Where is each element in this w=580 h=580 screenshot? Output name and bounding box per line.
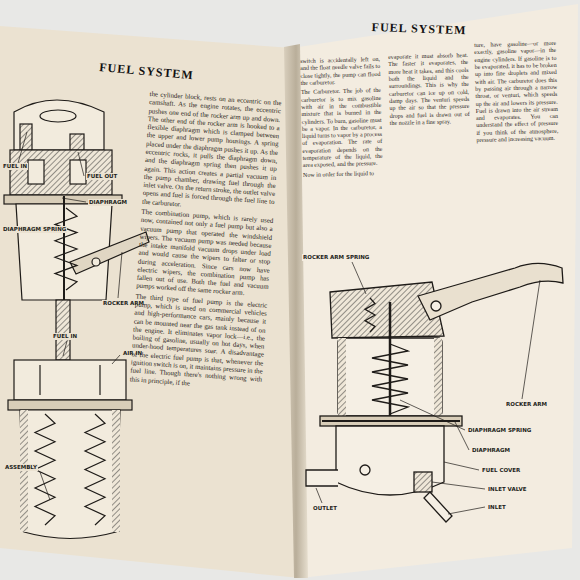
outlet-valve — [360, 465, 370, 475]
part-label: FUEL COVER — [481, 467, 521, 474]
rocker-arm — [418, 264, 563, 321]
left-leader-lines — [63, 341, 67, 356]
rocker-arm-spring — [365, 298, 375, 332]
part-label: INLET — [487, 504, 507, 511]
right-pump-drawing — [338, 338, 346, 416]
body-text: Now in order for the liquid to — [303, 170, 383, 179]
part-label: FUEL OUT — [86, 173, 118, 180]
right-leader-lines — [316, 488, 322, 503]
left-leader-lines — [16, 132, 122, 500]
right-leader-lines — [522, 280, 540, 399]
part-label: ROCKER ARM — [505, 401, 548, 408]
left-leader-lines — [40, 472, 50, 500]
right-pump-drawing — [434, 338, 442, 416]
inlet-neck — [20, 124, 32, 150]
page-header: FUEL SYSTEM — [371, 20, 466, 38]
text-column: ture, have gasoline—or more exactly, gas… — [474, 40, 559, 146]
body-text: evaporate it must absorb heat. The faste… — [388, 52, 470, 127]
vacuum-flange — [8, 400, 132, 410]
part-label: ASSEMBLY — [4, 464, 38, 471]
left-pump-drawing — [112, 410, 120, 532]
part-label: DIAPHRAGM SPRING — [2, 226, 67, 233]
pull-rod — [63, 196, 65, 300]
part-label: FUEL IN — [52, 333, 78, 340]
left-leader-lines — [62, 198, 86, 202]
text-column: switch is accidentally left on, and the … — [300, 56, 383, 181]
right-leader-lines — [352, 262, 366, 294]
connecting-stem — [56, 300, 70, 360]
inlet-pipe — [424, 492, 452, 522]
part-label: DIAPHRAGM SPRING — [467, 427, 532, 434]
left-leader-lines — [112, 355, 120, 364]
left-pump-drawing — [20, 410, 28, 532]
vacuum-spring — [35, 414, 55, 525]
inlet-valve — [414, 472, 432, 492]
right-leader-lines — [432, 482, 485, 489]
diaphragm-flange — [320, 416, 462, 426]
diaphragm — [322, 420, 460, 422]
right-page — [292, 4, 578, 578]
vacuum-spring — [85, 414, 105, 525]
rocker-arm — [70, 232, 149, 274]
diaphragm-spring — [55, 208, 77, 290]
valve-stem — [99, 365, 100, 395]
rocker-pivot — [431, 301, 441, 311]
text-column: the cylinder block, rests on an eccentri… — [129, 90, 281, 394]
part-label: FUEL IN — [2, 163, 28, 170]
body-text: the cylinder block, rests on an eccentri… — [142, 90, 282, 215]
part-label: OUTLET — [312, 505, 338, 512]
rocker-pivot — [92, 258, 100, 266]
part-label: DIAPHRAGM — [471, 447, 511, 454]
part-label: INLET VALVE — [487, 486, 527, 493]
body-text: ture, have gasoline—or more exactly, gas… — [474, 40, 559, 144]
filter-bowl — [40, 110, 76, 122]
vacuum-chamber — [20, 410, 120, 539]
body-text: The third type of fuel pump is the elect… — [130, 292, 268, 392]
diaphragm-spring — [372, 344, 408, 414]
pump-top-cover — [14, 100, 104, 150]
right-leader-lines — [400, 400, 465, 430]
left-leader-lines — [118, 252, 122, 298]
vacuum-pump-top — [14, 360, 126, 400]
part-label: DIAPHRAGM — [88, 199, 128, 206]
outlet-valve — [70, 160, 86, 184]
outlet-pipe — [306, 470, 338, 486]
inlet-valve — [28, 160, 44, 184]
page-header: FUEL SYSTEM — [99, 60, 195, 83]
valve-stem — [39, 365, 40, 395]
body-text: The combination pump, which is rarely us… — [136, 208, 273, 300]
text-column: evaporate it must absorb heat. The faste… — [388, 52, 470, 129]
body-text: The Carburetor. The job of the carbureto… — [301, 87, 383, 170]
outlet-neck — [70, 134, 84, 150]
right-leader-lines — [316, 262, 540, 514]
body-text: switch is accidentally left on, and the … — [300, 56, 381, 87]
left-leader-lines — [78, 152, 84, 176]
left-page — [0, 26, 300, 578]
right-leader-lines — [448, 507, 485, 514]
part-label: ROCKER ARM SPRING — [302, 254, 370, 261]
right-pump-drawing — [306, 264, 563, 523]
right-leader-lines — [444, 462, 479, 470]
fuel-cover — [336, 426, 444, 495]
book-pages — [0, 4, 578, 578]
